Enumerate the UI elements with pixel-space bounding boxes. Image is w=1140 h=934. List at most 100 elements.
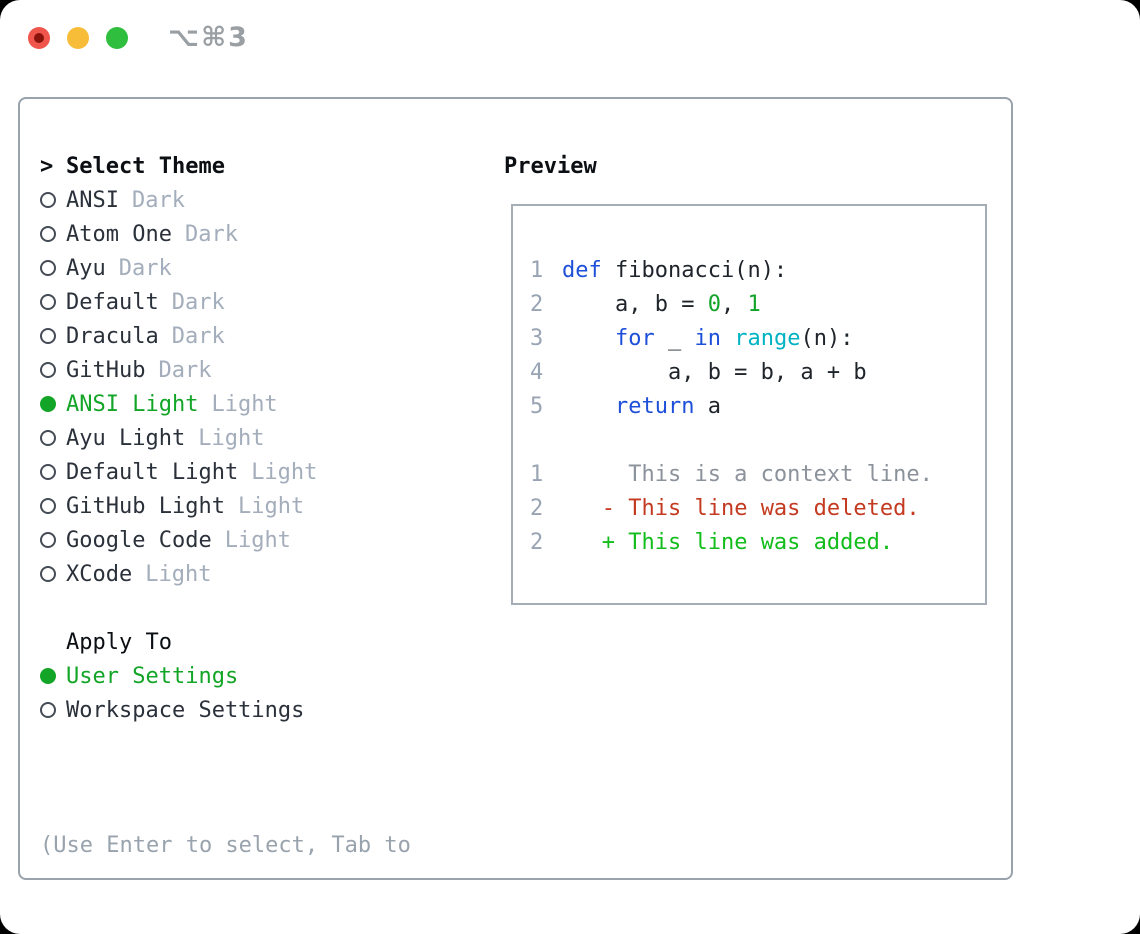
theme-option-ansi-light[interactable]: ANSI Light Light	[40, 387, 411, 421]
variant-badge: Dark	[171, 289, 225, 315]
preview-title: Preview	[504, 153, 597, 179]
radio-unselected-icon	[40, 328, 56, 344]
radio-unselected-icon	[40, 498, 56, 514]
code-token-num: 1	[747, 291, 761, 317]
theme-option-default[interactable]: Default Dark	[40, 285, 411, 319]
variant-badge: Light	[198, 425, 265, 451]
theme-option-xcode[interactable]: XCode Light	[40, 557, 411, 591]
radio-unselected-icon	[40, 294, 56, 310]
line-number: 4	[530, 359, 544, 385]
code-token-kw: return	[614, 393, 695, 419]
option-label: Dracula	[66, 323, 159, 349]
variant-badge: Light	[211, 391, 278, 417]
code-line: 2 a, b = 0, 1	[530, 287, 985, 321]
theme-option-ayu-light[interactable]: Ayu Light Light	[40, 421, 411, 455]
code-token-tx: (n):	[800, 325, 854, 351]
code-token-tx: ,	[720, 291, 748, 317]
help-text: (Use Enter to select, Tab to change focu…	[40, 761, 411, 934]
code-token-ctx: This is a context line.	[562, 461, 933, 487]
radio-unselected-icon	[40, 464, 56, 480]
code-line: 2 + This line was added.	[530, 525, 985, 559]
variant-badge: Dark	[184, 221, 238, 247]
close-dot-icon	[34, 33, 44, 43]
spacer	[40, 591, 411, 625]
line-number: 2	[530, 291, 544, 317]
minimize-button[interactable]	[67, 27, 89, 49]
titlebar: ⌥⌘3	[0, 0, 1140, 97]
option-label: Workspace Settings	[66, 697, 305, 723]
theme-option-google-code[interactable]: Google Code Light	[40, 523, 411, 557]
radio-unselected-icon	[40, 430, 56, 446]
apply-option-user-settings[interactable]: User Settings	[40, 659, 411, 693]
variant-badge: Dark	[158, 357, 212, 383]
code-token-del: - This line was deleted.	[601, 495, 920, 521]
option-label: Default Light	[66, 459, 239, 485]
line-number: 2	[530, 495, 544, 521]
theme-option-ayu[interactable]: Ayu Dark	[40, 251, 411, 285]
radio-unselected-icon	[40, 192, 56, 208]
code-token-tx: _	[654, 325, 695, 351]
apply-to-title: Apply To	[66, 629, 172, 655]
code-token-tx	[721, 326, 734, 351]
code-line: 4 a, b = b, a + b	[530, 355, 985, 389]
close-button[interactable]	[28, 27, 50, 49]
line-number: 1	[530, 461, 544, 487]
radio-unselected-icon	[40, 566, 56, 582]
variant-badge: Dark	[131, 187, 185, 213]
theme-option-github[interactable]: GitHub Dark	[40, 353, 411, 387]
option-label: ANSI	[66, 187, 119, 213]
code-token-add: + This line was added.	[601, 529, 894, 555]
select-theme-header: > Select Theme	[40, 149, 411, 183]
radio-unselected-icon	[40, 362, 56, 378]
option-label: User Settings	[66, 663, 239, 689]
code-token-kw: def	[562, 257, 602, 283]
line-number: 3	[530, 325, 544, 351]
variant-badge: Light	[237, 493, 305, 519]
spacer	[40, 727, 411, 761]
option-label: Default	[66, 289, 159, 315]
code-line: 2 - This line was deleted.	[530, 491, 985, 525]
option-label: ANSI Light	[66, 391, 199, 417]
prompt-cursor-icon: >	[40, 153, 54, 179]
option-label: XCode	[66, 561, 133, 587]
option-label: GitHub	[66, 357, 146, 383]
code-line: 1 This is a context line.	[530, 457, 985, 491]
option-label: Atom One	[66, 221, 172, 247]
apply-option-workspace-settings[interactable]: Workspace Settings	[40, 693, 411, 727]
code-token-tx: a	[694, 393, 721, 419]
variant-badge: Light	[145, 561, 212, 587]
code-line: 3 for _ in range(n):	[530, 321, 985, 355]
radio-unselected-icon	[40, 260, 56, 276]
zoom-button[interactable]	[106, 27, 128, 49]
variant-badge: Dark	[118, 255, 172, 281]
option-label: GitHub Light	[66, 493, 225, 519]
theme-option-dracula[interactable]: Dracula Dark	[40, 319, 411, 353]
variant-badge: Dark	[171, 323, 225, 349]
line-number: 5	[530, 393, 544, 419]
variant-badge: Light	[224, 527, 291, 553]
variant-badge: Light	[251, 459, 318, 485]
theme-option-default-light[interactable]: Default Light Light	[40, 455, 411, 489]
option-label: Ayu	[66, 255, 106, 281]
apply-to-header: Apply To	[40, 625, 411, 659]
line-number: 1	[530, 257, 544, 283]
theme-option-github-light[interactable]: GitHub Light Light	[40, 489, 411, 523]
code-token-tx	[562, 394, 615, 419]
code-token-fn: range	[734, 325, 801, 351]
code-token-num: 0	[707, 291, 721, 317]
theme-option-atom-one[interactable]: Atom One Dark	[40, 217, 411, 251]
help-text-line1: (Use Enter to select, Tab to	[40, 833, 411, 858]
theme-option-ansi[interactable]: ANSI Dark	[40, 183, 411, 217]
option-label: Google Code	[66, 527, 212, 553]
radio-unselected-icon	[40, 702, 56, 718]
option-label: Ayu Light	[66, 425, 186, 451]
code-token-tx	[562, 530, 602, 555]
keyboard-shortcut-label: ⌥⌘3	[168, 22, 249, 53]
